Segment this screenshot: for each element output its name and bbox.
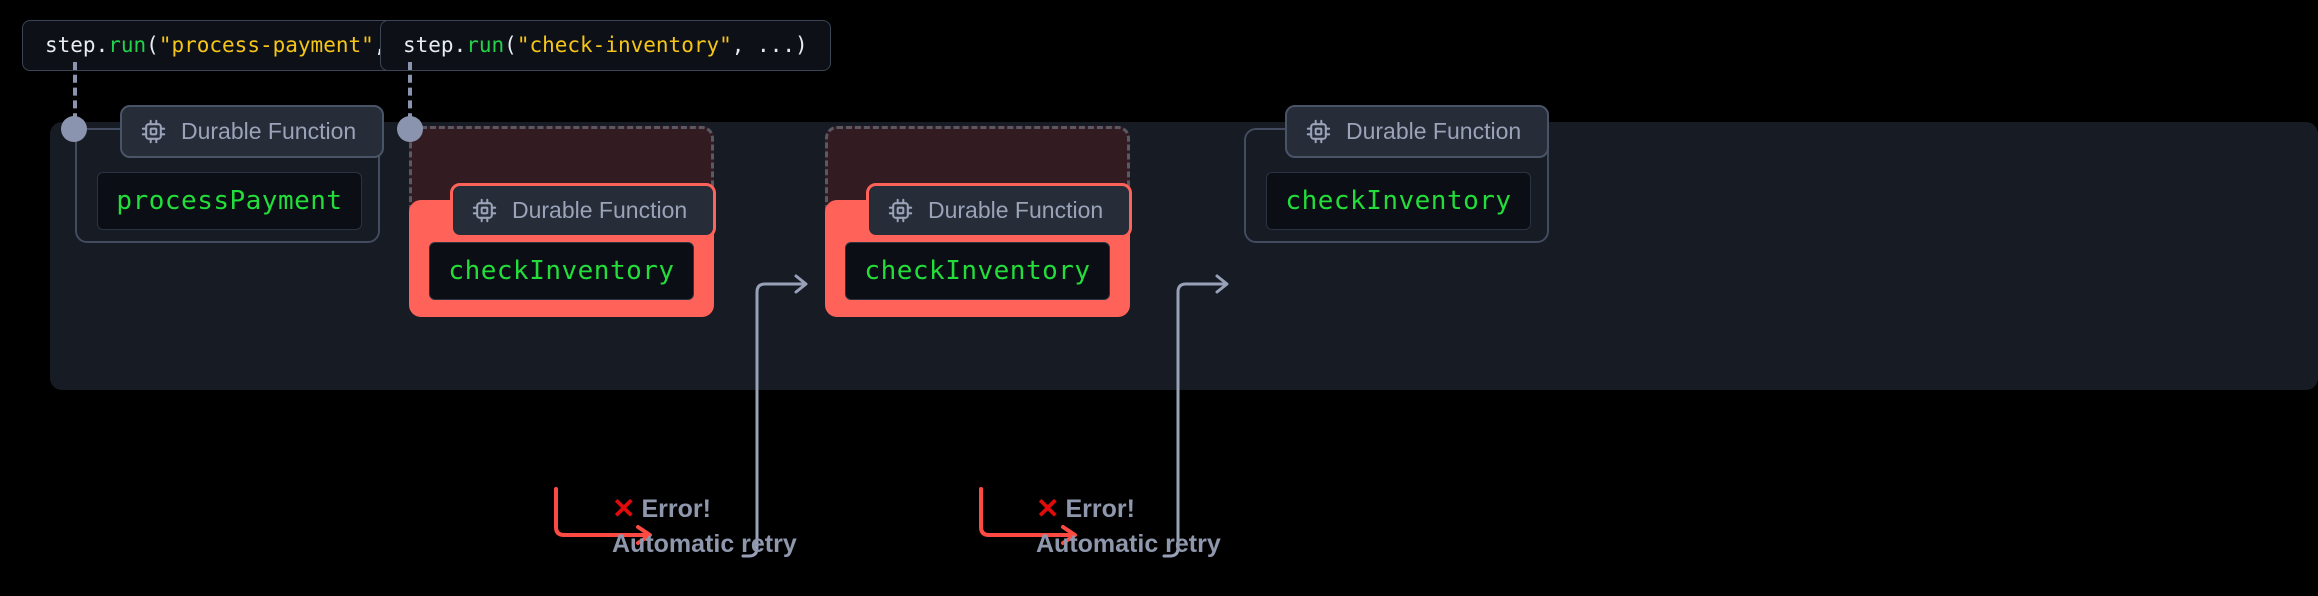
- retry-return-arrow-1: [741, 274, 808, 558]
- function-name-box: checkInventory: [1266, 172, 1531, 230]
- error-x-icon: ✕: [1036, 493, 1060, 524]
- durable-function-badge-label: Durable Function: [928, 197, 1104, 223]
- automatic-retry-label: Automatic retry: [1036, 530, 1221, 558]
- cpu-chip-icon: [140, 118, 167, 145]
- code-dot: .: [453, 33, 467, 57]
- cpu-chip-icon: [887, 197, 914, 224]
- error-label: Error!: [1065, 494, 1135, 523]
- retry-elbow-arrow-2: [979, 487, 1077, 545]
- code-open-paren: (: [146, 33, 159, 57]
- step-node-dot-2: [397, 116, 423, 142]
- code-open-paren: (: [504, 33, 517, 57]
- function-name-box: checkInventory: [845, 242, 1110, 300]
- durable-function-badge-3: Durable Function: [866, 183, 1133, 238]
- retry-elbow-arrow-1: [554, 487, 652, 545]
- cpu-chip-icon: [471, 197, 498, 224]
- code-method: run: [466, 33, 505, 57]
- code-argument: "check-inventory": [516, 33, 732, 57]
- retry-return-arrow-2: [1162, 274, 1229, 558]
- code-dot: .: [95, 33, 109, 57]
- code-object: step: [403, 33, 454, 57]
- error-label: Error!: [641, 494, 711, 523]
- durable-function-badge-label: Durable Function: [1346, 118, 1522, 144]
- code-rest: , ...): [731, 33, 808, 57]
- durable-function-badge-label: Durable Function: [512, 197, 688, 223]
- code-label-check-inventory: step.run("check-inventory", ...): [380, 20, 831, 71]
- error-row: ✕ Error!: [1036, 495, 1221, 523]
- code-object: step: [45, 33, 96, 57]
- code-method: run: [108, 33, 147, 57]
- connector-dashed-line-2: [408, 62, 412, 134]
- error-annotation-2: ✕ Error! Automatic retry: [1036, 495, 1221, 557]
- durable-function-badge-label: Durable Function: [181, 118, 357, 144]
- connector-dashed-line-1: [73, 62, 77, 134]
- function-name-box: processPayment: [97, 172, 362, 230]
- error-row: ✕ Error!: [612, 495, 797, 523]
- durable-function-badge-1: Durable Function: [120, 105, 385, 158]
- automatic-retry-label: Automatic retry: [612, 530, 797, 558]
- durable-function-badge-2: Durable Function: [450, 183, 717, 238]
- step-node-dot-1: [61, 116, 87, 142]
- durable-function-badge-4: Durable Function: [1285, 105, 1550, 158]
- code-argument: "process-payment": [158, 33, 374, 57]
- error-x-icon: ✕: [612, 493, 636, 524]
- error-annotation-1: ✕ Error! Automatic retry: [612, 495, 797, 557]
- function-name-box: checkInventory: [429, 242, 694, 300]
- cpu-chip-icon: [1305, 118, 1332, 145]
